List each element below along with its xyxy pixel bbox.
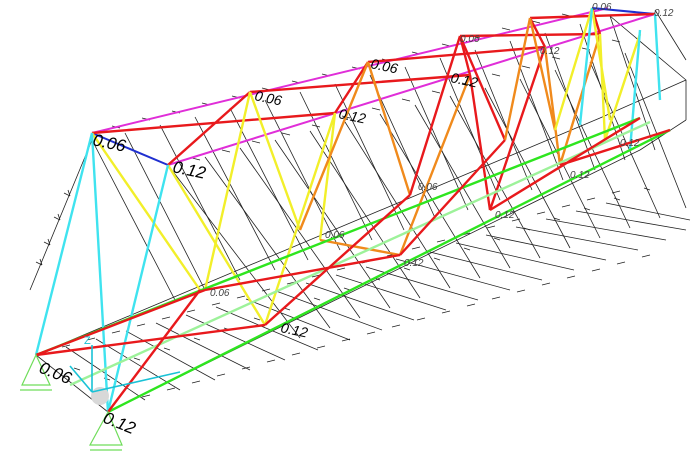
supports (20, 353, 123, 451)
load-label-top-right-far: 0.12 (654, 8, 674, 19)
member-load-arrows (29, 9, 691, 413)
top-end-strut-far (591, 7, 656, 15)
load-label-top-right-2: 0.12 (337, 105, 367, 126)
load-label-top-right-4: 0.12 (540, 46, 560, 57)
bottom-stringer (69, 120, 651, 387)
axis-triad: Z (69, 335, 181, 405)
load-label-top-left-far: 0.06 (592, 2, 612, 13)
load-label-bot-left-3: 0.06 (325, 230, 345, 241)
load-label-top-left-4: 0.06 (460, 34, 480, 45)
axis-z-label: Z (84, 335, 91, 347)
load-label-bot-left-2: 0.06 (210, 288, 230, 299)
top-left-chord (91, 7, 609, 134)
bottom-right-chord (107, 128, 671, 414)
load-label-top-right-3: 0.12 (449, 69, 479, 90)
top-chords (91, 7, 656, 166)
load-label-bot-left-4: 0.06 (418, 182, 438, 193)
load-label-top-left-near: 0.06 (91, 130, 128, 156)
load-label-bot-right-near: 0.12 (101, 408, 139, 438)
load-label-bot-right-5: 0.12 (570, 170, 590, 181)
load-label-bot-right-6: 0.12 (620, 138, 640, 149)
load-label-bot-left-near: 0.06 (37, 358, 75, 388)
load-label-top-left-3: 0.06 (369, 55, 399, 76)
support-near-left (20, 353, 52, 391)
bottom-lateral-bracing (35, 116, 671, 413)
top-right-chord (167, 13, 656, 166)
bottom-chords (35, 116, 671, 414)
end-portals (34, 7, 662, 413)
load-label-bot-right-4: 0.12 (495, 210, 515, 221)
load-label-bot-right-3: 0.12 (404, 258, 424, 269)
load-label-bot-right-2: 0.12 (279, 319, 309, 340)
web-diagonals (91, 7, 642, 326)
top-end-strut-near (91, 132, 169, 166)
load-label-top-left-2: 0.06 (253, 87, 283, 108)
top-lateral-bracing (91, 7, 656, 166)
support-near-right (88, 410, 123, 451)
